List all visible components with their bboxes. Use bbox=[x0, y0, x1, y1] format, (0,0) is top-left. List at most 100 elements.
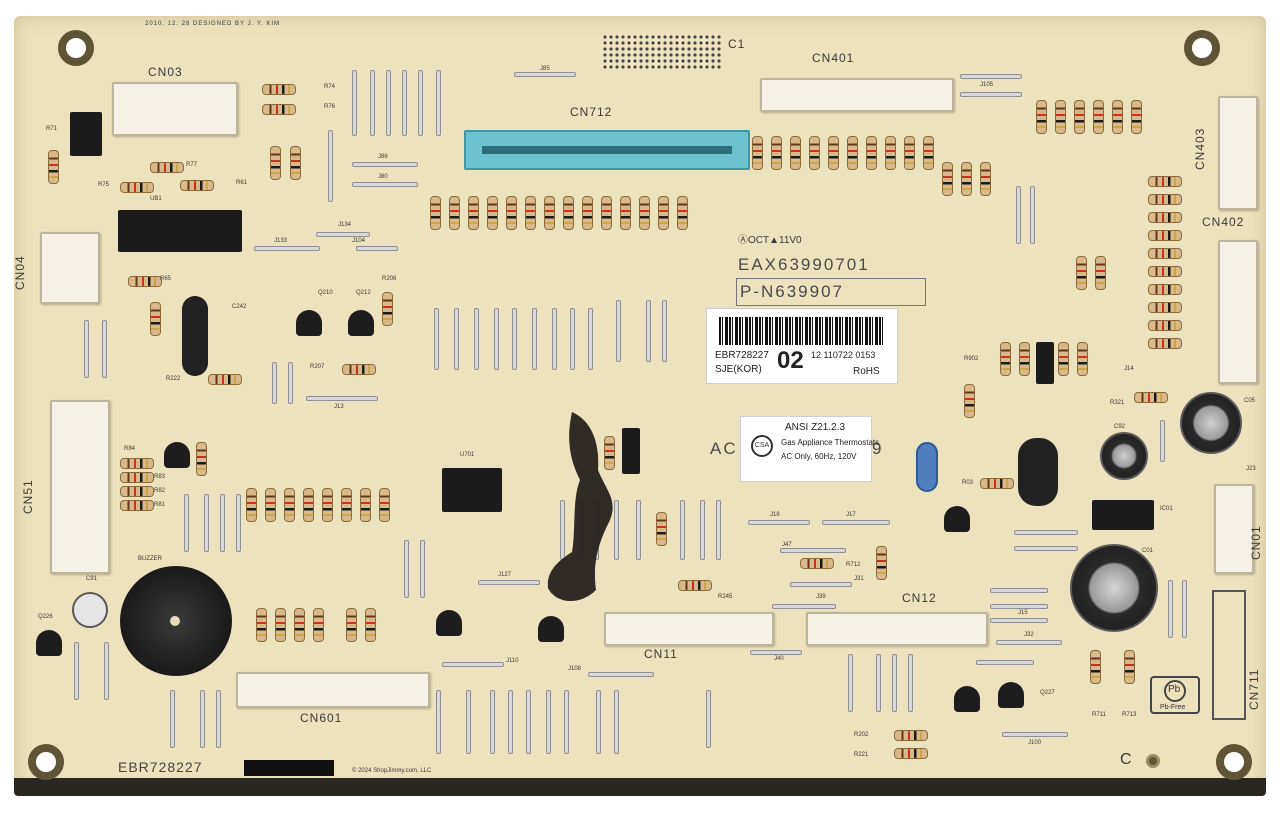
via-bottom-right bbox=[1146, 754, 1160, 768]
jumper-wire bbox=[700, 500, 705, 560]
jumper-wire bbox=[960, 92, 1022, 97]
resistor bbox=[620, 196, 631, 230]
jumper-wire bbox=[1014, 530, 1078, 535]
connector-cn04 bbox=[40, 232, 100, 304]
ic-ic01 bbox=[1092, 500, 1154, 530]
r81-label: R81 bbox=[154, 502, 166, 508]
j134-label: J134 bbox=[338, 222, 352, 228]
resistor bbox=[1134, 392, 1168, 403]
resistor bbox=[1148, 176, 1182, 187]
r222-label: R222 bbox=[166, 376, 181, 382]
jumper-wire bbox=[564, 690, 569, 754]
ul-mark: ⒶOCT▲11V0 bbox=[738, 235, 802, 246]
jumper-wire bbox=[316, 232, 370, 237]
jumper-wire bbox=[790, 582, 852, 587]
r711-label: R711 bbox=[1092, 712, 1106, 718]
resistor bbox=[1148, 266, 1182, 277]
q226-label: Q226 bbox=[38, 614, 53, 620]
corner-c-text: C bbox=[1120, 751, 1132, 768]
ansi-standard: ANSI Z21.2.3 bbox=[785, 422, 846, 433]
jumper-wire bbox=[216, 690, 221, 748]
cn03-label: CN03 bbox=[148, 65, 183, 79]
resistor bbox=[1036, 100, 1047, 134]
j105-label: J105 bbox=[980, 82, 994, 88]
resistor bbox=[847, 136, 858, 170]
jumper-wire bbox=[990, 604, 1048, 609]
resistor bbox=[1148, 248, 1182, 259]
j104-label: J104 bbox=[352, 238, 366, 244]
transistor-left-mid bbox=[164, 442, 190, 468]
jumper-wire bbox=[560, 500, 565, 560]
resistor bbox=[208, 374, 242, 385]
jumper-wire bbox=[236, 494, 241, 552]
connector-cn12 bbox=[806, 612, 988, 646]
jumper-wire bbox=[892, 654, 897, 712]
ac-partial-text: AC bbox=[710, 439, 738, 458]
resistor bbox=[196, 442, 207, 476]
capacitor-blue bbox=[916, 442, 938, 492]
jumper-wire bbox=[1182, 580, 1187, 638]
jumper-wire bbox=[616, 300, 621, 362]
resistor bbox=[1000, 342, 1011, 376]
j31-label: J31 bbox=[854, 576, 864, 582]
jumper-wire bbox=[908, 654, 913, 712]
r207-label: R207 bbox=[310, 364, 325, 370]
resistor bbox=[1076, 256, 1087, 290]
resistor bbox=[346, 608, 357, 642]
resistor bbox=[1131, 100, 1142, 134]
resistor bbox=[942, 162, 953, 196]
jumper-wire bbox=[200, 690, 205, 748]
resistor bbox=[544, 196, 555, 230]
resistor bbox=[290, 146, 301, 180]
j23-label: J23 bbox=[1246, 466, 1256, 472]
resistor bbox=[964, 384, 975, 418]
jumper-wire bbox=[272, 362, 277, 404]
cn401-label: CN401 bbox=[812, 51, 855, 65]
j18-label: J18 bbox=[770, 512, 780, 518]
r82-label: R82 bbox=[154, 488, 166, 494]
resistor bbox=[1148, 338, 1182, 349]
ic-small-center bbox=[622, 428, 640, 474]
jumper-wire bbox=[436, 690, 441, 754]
jumper-wire bbox=[466, 690, 471, 754]
q212-label: Q212 bbox=[356, 290, 371, 296]
barcode-origin: SJE(KOR) bbox=[715, 364, 762, 375]
jumper-wire bbox=[420, 540, 425, 598]
black-marker-bar bbox=[244, 760, 334, 776]
pb-free-text: Pb-Free bbox=[1160, 704, 1186, 711]
jumper-wire bbox=[594, 500, 599, 560]
resistor bbox=[120, 458, 154, 469]
resistor bbox=[790, 136, 801, 170]
resistor bbox=[752, 136, 763, 170]
jumper-wire bbox=[960, 74, 1022, 79]
jumper-wire bbox=[578, 500, 583, 560]
capacitor-c91 bbox=[72, 592, 108, 628]
jumper-wire bbox=[848, 654, 853, 712]
resistor bbox=[894, 730, 928, 741]
cn01-label: CN01 bbox=[1249, 525, 1263, 560]
capacitor-c242 bbox=[182, 296, 208, 376]
jumper-wire bbox=[614, 500, 619, 560]
jumper-wire bbox=[204, 494, 209, 552]
j80-label: J80 bbox=[378, 174, 388, 180]
resistor bbox=[1093, 100, 1104, 134]
resistor bbox=[150, 302, 161, 336]
j110-label: J110 bbox=[506, 658, 519, 664]
resistor bbox=[980, 478, 1014, 489]
jumper-wire bbox=[526, 690, 531, 754]
connector-cn11 bbox=[604, 612, 774, 646]
ansi-line1: Gas Appliance Thermostats bbox=[781, 438, 880, 447]
jumper-wire bbox=[570, 308, 575, 370]
jumper-wire bbox=[306, 396, 378, 401]
ansi-line2: AC Only, 60Hz, 120V bbox=[781, 452, 857, 461]
jumper-wire bbox=[220, 494, 225, 552]
jumper-wire bbox=[104, 642, 109, 700]
r245-label: R245 bbox=[718, 594, 733, 600]
ic-small-top-right bbox=[1036, 342, 1054, 384]
jumper-wire bbox=[478, 580, 540, 585]
resistor bbox=[1077, 342, 1088, 376]
resistor bbox=[313, 608, 324, 642]
jumper-wire bbox=[546, 690, 551, 754]
csa-icon: CSA bbox=[751, 435, 773, 457]
resistor bbox=[1090, 650, 1101, 684]
